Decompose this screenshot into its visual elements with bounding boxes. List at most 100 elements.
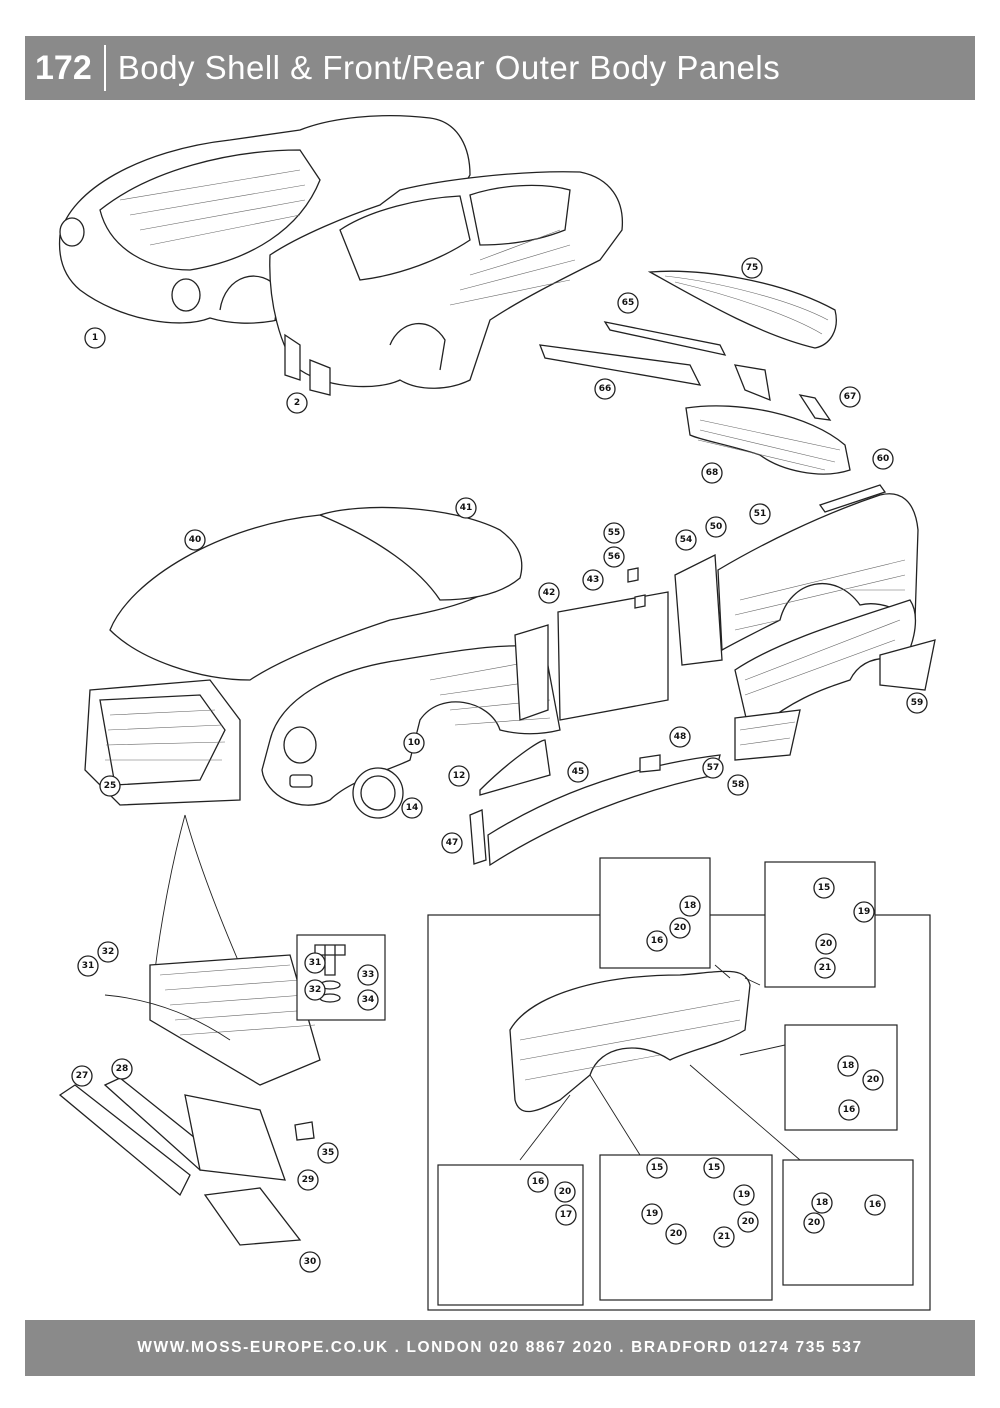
callout-56: 56 bbox=[603, 546, 625, 568]
callout-32: 32 bbox=[97, 941, 119, 963]
svg-text:65: 65 bbox=[622, 298, 635, 308]
callout-55: 55 bbox=[603, 522, 625, 544]
callout-20-4: 20 bbox=[554, 1181, 576, 1203]
callout-20: 20 bbox=[669, 917, 691, 939]
body-shell-bare bbox=[269, 171, 624, 396]
svg-text:45: 45 bbox=[572, 767, 585, 777]
callout-31: 31 bbox=[77, 955, 99, 977]
svg-text:32: 32 bbox=[309, 985, 322, 995]
svg-text:29: 29 bbox=[302, 1175, 315, 1185]
front-panel-detail bbox=[104, 814, 321, 1086]
svg-text:48: 48 bbox=[674, 732, 687, 742]
callout-75: 75 bbox=[741, 257, 763, 279]
svg-text:16: 16 bbox=[532, 1177, 545, 1187]
callout-group: 1275656667686041405556545051434210121425… bbox=[71, 257, 928, 1273]
svg-text:21: 21 bbox=[819, 963, 832, 973]
svg-text:16: 16 bbox=[651, 936, 664, 946]
callout-67: 67 bbox=[839, 386, 861, 408]
callout-21-2: 21 bbox=[713, 1226, 735, 1248]
callout-50: 50 bbox=[705, 516, 727, 538]
callout-35: 35 bbox=[317, 1142, 339, 1164]
callout-2: 2 bbox=[286, 392, 308, 414]
svg-text:31: 31 bbox=[309, 958, 322, 968]
svg-text:19: 19 bbox=[646, 1209, 659, 1219]
callout-19-3: 19 bbox=[733, 1184, 755, 1206]
svg-text:27: 27 bbox=[76, 1071, 89, 1081]
svg-text:41: 41 bbox=[460, 503, 473, 513]
callout-40: 40 bbox=[184, 529, 206, 551]
callout-68: 68 bbox=[701, 462, 723, 484]
callout-19: 19 bbox=[853, 901, 875, 923]
callout-27: 27 bbox=[71, 1065, 93, 1087]
svg-text:20: 20 bbox=[559, 1187, 572, 1197]
callout-33: 33 bbox=[357, 964, 379, 986]
svg-text:33: 33 bbox=[362, 970, 375, 980]
svg-text:2: 2 bbox=[294, 398, 300, 408]
callout-16-4: 16 bbox=[864, 1194, 886, 1216]
callout-20-2: 20 bbox=[815, 933, 837, 955]
callout-18-2: 18 bbox=[837, 1055, 859, 1077]
svg-text:56: 56 bbox=[608, 552, 621, 562]
valance-parts bbox=[58, 1077, 315, 1246]
callout-60: 60 bbox=[872, 448, 894, 470]
page-title: Body Shell & Front/Rear Outer Body Panel… bbox=[117, 49, 781, 86]
svg-text:31: 31 bbox=[82, 961, 95, 971]
svg-text:60: 60 bbox=[877, 454, 890, 464]
svg-text:15: 15 bbox=[651, 1163, 664, 1173]
svg-text:35: 35 bbox=[322, 1148, 335, 1158]
svg-text:59: 59 bbox=[911, 698, 924, 708]
footer-contact-text: WWW.MOSS-EUROPE.CO.UK . LONDON 020 8867 … bbox=[137, 1339, 863, 1356]
callout-29: 29 bbox=[297, 1169, 319, 1191]
bonnet bbox=[109, 506, 523, 681]
svg-text:50: 50 bbox=[710, 522, 723, 532]
front-panel bbox=[84, 679, 241, 806]
callout-54: 54 bbox=[675, 529, 697, 551]
callout-20-7: 20 bbox=[803, 1212, 825, 1234]
svg-text:14: 14 bbox=[406, 803, 419, 813]
page-footer: WWW.MOSS-EUROPE.CO.UK . LONDON 020 8867 … bbox=[25, 1320, 975, 1376]
svg-text:68: 68 bbox=[706, 468, 719, 478]
svg-text:19: 19 bbox=[858, 907, 871, 917]
svg-text:1: 1 bbox=[92, 333, 98, 343]
svg-text:18: 18 bbox=[684, 901, 697, 911]
callout-66: 66 bbox=[594, 378, 616, 400]
svg-text:40: 40 bbox=[189, 535, 202, 545]
callout-51: 51 bbox=[749, 503, 771, 525]
windscreen-parts bbox=[539, 270, 851, 475]
door-panels bbox=[514, 553, 723, 721]
callout-1: 1 bbox=[84, 327, 106, 349]
svg-text:67: 67 bbox=[844, 392, 857, 402]
callout-15-2: 15 bbox=[646, 1157, 668, 1179]
inset-bottom-right bbox=[782, 1159, 914, 1286]
callout-16-2: 16 bbox=[838, 1099, 860, 1121]
callout-16-3: 16 bbox=[527, 1171, 549, 1193]
callout-59: 59 bbox=[906, 692, 928, 714]
callout-20-6: 20 bbox=[737, 1211, 759, 1233]
svg-text:20: 20 bbox=[808, 1218, 821, 1228]
callout-16: 16 bbox=[646, 930, 668, 952]
svg-text:57: 57 bbox=[707, 763, 720, 773]
svg-text:16: 16 bbox=[843, 1105, 856, 1115]
svg-text:43: 43 bbox=[587, 575, 600, 585]
svg-text:16: 16 bbox=[869, 1200, 882, 1210]
rear-lower-panels bbox=[734, 599, 936, 761]
svg-text:17: 17 bbox=[560, 1210, 573, 1220]
svg-text:20: 20 bbox=[670, 1229, 683, 1239]
svg-text:18: 18 bbox=[842, 1061, 855, 1071]
svg-text:55: 55 bbox=[608, 528, 621, 538]
callout-15: 15 bbox=[813, 877, 835, 899]
svg-text:28: 28 bbox=[116, 1064, 129, 1074]
callout-10: 10 bbox=[403, 732, 425, 754]
callout-31-2: 31 bbox=[304, 952, 326, 974]
page-header: 172 Body Shell & Front/Rear Outer Body P… bbox=[25, 36, 975, 100]
callout-12: 12 bbox=[448, 765, 470, 787]
callout-20-5: 20 bbox=[665, 1223, 687, 1245]
svg-text:51: 51 bbox=[754, 509, 767, 519]
inset-bottom-mid bbox=[599, 1154, 773, 1301]
callout-17: 17 bbox=[555, 1204, 577, 1226]
front-wing bbox=[261, 645, 561, 806]
svg-text:42: 42 bbox=[543, 588, 556, 598]
callout-20-3: 20 bbox=[862, 1069, 884, 1091]
callout-32-2: 32 bbox=[304, 979, 326, 1001]
